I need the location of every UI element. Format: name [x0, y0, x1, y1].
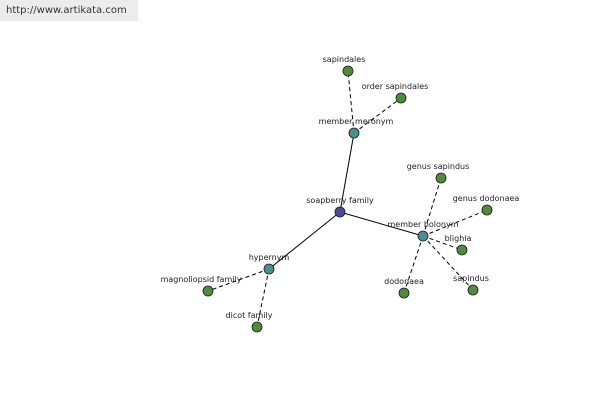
edge-layer — [207, 70, 488, 328]
node-sapindus-dot[interactable] — [467, 284, 479, 296]
node-order-sapindales[interactable]: order sapindales — [362, 82, 429, 104]
node-sapindales-label: sapindales — [323, 55, 366, 64]
edge-soapberry-to-hypernym — [268, 211, 341, 270]
edge-member-holonym-to-dodonaea — [403, 235, 424, 294]
node-member-meronym-dot[interactable] — [348, 127, 360, 139]
site-url[interactable]: http://www.artikata.com — [0, 0, 138, 21]
edge-member-holonym-to-sapindus — [422, 235, 474, 291]
node-genus-sapindus-dot[interactable] — [435, 172, 447, 184]
node-member-holonym-dot[interactable] — [417, 230, 429, 242]
edge-member-holonym-to-genus-sapindus — [422, 177, 442, 237]
node-order-sapindales-dot[interactable] — [395, 92, 407, 104]
node-member-holonym[interactable]: member holonym — [387, 220, 459, 242]
edge-member-meronym-to-order-sapindales — [353, 97, 402, 134]
node-sapindales-dot[interactable] — [342, 65, 354, 77]
edge-member-holonym-to-genus-dodonaea — [422, 209, 488, 237]
node-soapberry[interactable]: soapberry family — [306, 196, 374, 218]
node-soapberry-label: soapberry family — [306, 196, 374, 205]
node-layer: soapberry family member meronym member hol… — [161, 55, 520, 333]
node-blighia-label: blighia — [445, 234, 472, 243]
node-dodonaea-label: dodonaea — [384, 277, 424, 286]
node-dicot-family-label: dicot family — [226, 311, 273, 320]
node-member-meronym[interactable]: member meronym — [319, 117, 394, 139]
node-member-holonym-label: member holonym — [387, 220, 458, 229]
node-genus-sapindus[interactable]: genus sapindus — [407, 162, 470, 184]
node-dicot-family-dot[interactable] — [251, 321, 263, 333]
node-genus-dodonaea-dot[interactable] — [481, 204, 493, 216]
edge-soapberry-to-member-holonym — [339, 211, 424, 237]
node-magnoliopsid-family-dot[interactable] — [202, 285, 214, 297]
edge-member-meronym-to-sapindales — [347, 70, 355, 134]
edge-hypernym-to-magnoliopsid-family — [207, 268, 270, 292]
edge-hypernym-to-dicot-family — [256, 268, 270, 328]
node-genus-sapindus-label: genus sapindus — [407, 162, 470, 171]
node-order-sapindales-label: order sapindales — [362, 82, 429, 91]
node-sapindus-label: sapindus — [453, 274, 489, 283]
edge-soapberry-to-member-meronym — [339, 132, 355, 213]
node-blighia[interactable]: blighia — [445, 234, 472, 256]
node-hypernym-dot[interactable] — [263, 263, 275, 275]
node-magnoliopsid-family-label: magnoliopsid family — [161, 275, 242, 284]
node-blighia-dot[interactable] — [456, 244, 468, 256]
node-member-meronym-label: member meronym — [319, 117, 394, 126]
node-sapindus[interactable]: sapindus — [453, 274, 489, 296]
node-dicot-family[interactable]: dicot family — [226, 311, 273, 333]
node-genus-dodonaea-label: genus dodonaea — [453, 194, 520, 203]
node-genus-dodonaea[interactable]: genus dodonaea — [453, 194, 520, 216]
node-soapberry-dot[interactable] — [334, 206, 346, 218]
node-sapindales[interactable]: sapindales — [323, 55, 366, 77]
node-dodonaea-dot[interactable] — [398, 287, 410, 299]
node-magnoliopsid-family[interactable]: magnoliopsid family — [161, 275, 242, 297]
node-hypernym[interactable]: hypernym — [249, 253, 290, 275]
node-dodonaea[interactable]: dodonaea — [384, 277, 424, 299]
node-hypernym-label: hypernym — [249, 253, 290, 262]
